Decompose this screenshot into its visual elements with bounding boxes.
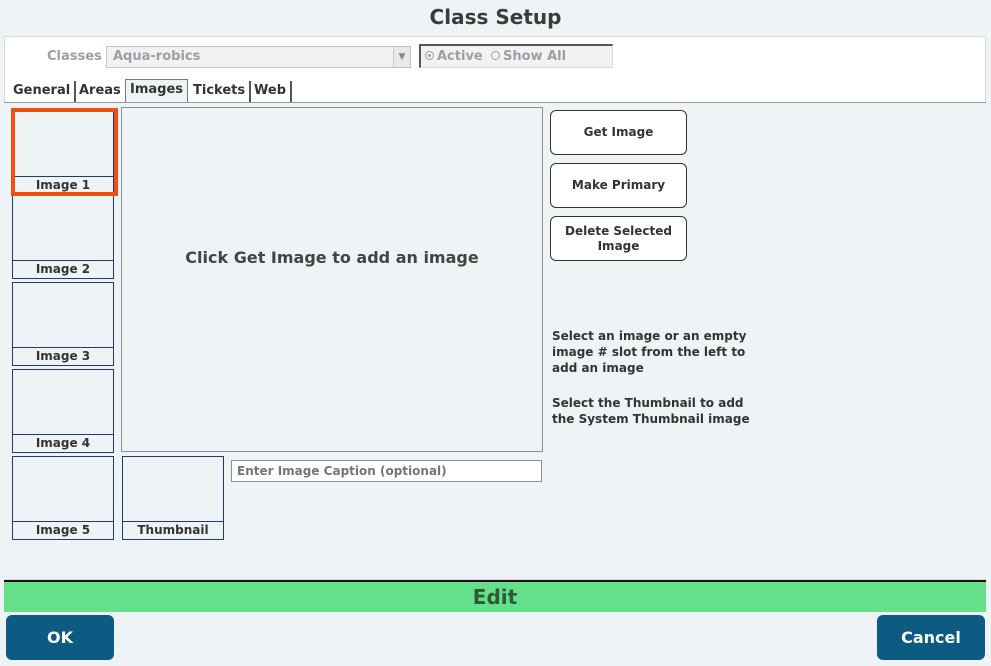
edit-bar[interactable]: Edit xyxy=(4,580,986,612)
selected-slot-highlight xyxy=(11,108,118,196)
status-radio-group: Active Show All xyxy=(419,44,613,68)
make-primary-label: Make Primary xyxy=(571,178,666,192)
image-slot-label: Image 3 xyxy=(13,347,113,365)
radio-show-all-label: Show All xyxy=(503,49,567,64)
image-slot-2[interactable]: Image 2 xyxy=(12,195,114,279)
image-slot-label: Image 5 xyxy=(13,521,113,539)
cancel-label: Cancel xyxy=(901,628,961,647)
tab-areas[interactable]: Areas xyxy=(75,81,127,102)
tab-areas-label: Areas xyxy=(79,83,121,98)
thumbnail-label: Thumbnail xyxy=(123,521,223,539)
ok-label: OK xyxy=(47,628,73,647)
radio-active-label: Active xyxy=(437,49,483,64)
tab-images[interactable]: Images xyxy=(125,79,189,102)
classes-label: Classes xyxy=(47,49,102,64)
make-primary-button[interactable]: Make Primary xyxy=(550,163,687,208)
cancel-button[interactable]: Cancel xyxy=(877,615,985,660)
radio-selected-icon xyxy=(425,51,434,60)
thumbnail-slot[interactable]: Thumbnail xyxy=(122,456,224,540)
classes-dropdown[interactable]: Aqua-robics ▼ xyxy=(106,46,411,68)
tab-tickets[interactable]: Tickets xyxy=(189,81,252,102)
image-slot-1[interactable]: Image 1 xyxy=(12,111,114,195)
tab-general[interactable]: General xyxy=(9,81,77,102)
radio-unselected-icon xyxy=(491,51,500,60)
image-slot-label: Image 1 xyxy=(13,176,113,194)
delete-selected-image-label: Delete Selected Image xyxy=(564,223,672,253)
image-slot-3[interactable]: Image 3 xyxy=(12,282,114,366)
classes-dropdown-value: Aqua-robics xyxy=(113,49,201,64)
chevron-down-icon[interactable]: ▼ xyxy=(393,47,410,67)
tab-images-label: Images xyxy=(130,82,184,97)
ok-button[interactable]: OK xyxy=(6,615,114,660)
get-image-button[interactable]: Get Image xyxy=(550,110,687,155)
image-slot-label: Image 4 xyxy=(13,434,113,452)
preview-placeholder: Click Get Image to add an image xyxy=(185,248,479,267)
tab-divider xyxy=(4,102,986,103)
tab-web[interactable]: Web xyxy=(250,81,292,102)
radio-active[interactable]: Active xyxy=(425,49,483,64)
image-caption-input[interactable] xyxy=(231,460,542,482)
help-text-thumbnail: Select the Thumbnail to add the System T… xyxy=(552,396,750,426)
radio-show-all[interactable]: Show All xyxy=(491,49,566,64)
tab-tickets-label: Tickets xyxy=(193,83,246,98)
delete-selected-image-button[interactable]: Delete Selected Image xyxy=(550,216,687,261)
image-slot-label: Image 2 xyxy=(13,260,113,278)
page-title: Class Setup xyxy=(429,5,562,29)
image-slot-4[interactable]: Image 4 xyxy=(12,369,114,453)
image-preview: Click Get Image to add an image xyxy=(121,107,543,452)
help-text-slot: Select an image or an empty image # slot… xyxy=(552,329,747,375)
image-slot-5[interactable]: Image 5 xyxy=(12,456,114,540)
tab-general-label: General xyxy=(13,83,71,98)
tab-web-label: Web xyxy=(254,83,286,98)
get-image-label: Get Image xyxy=(583,125,654,139)
